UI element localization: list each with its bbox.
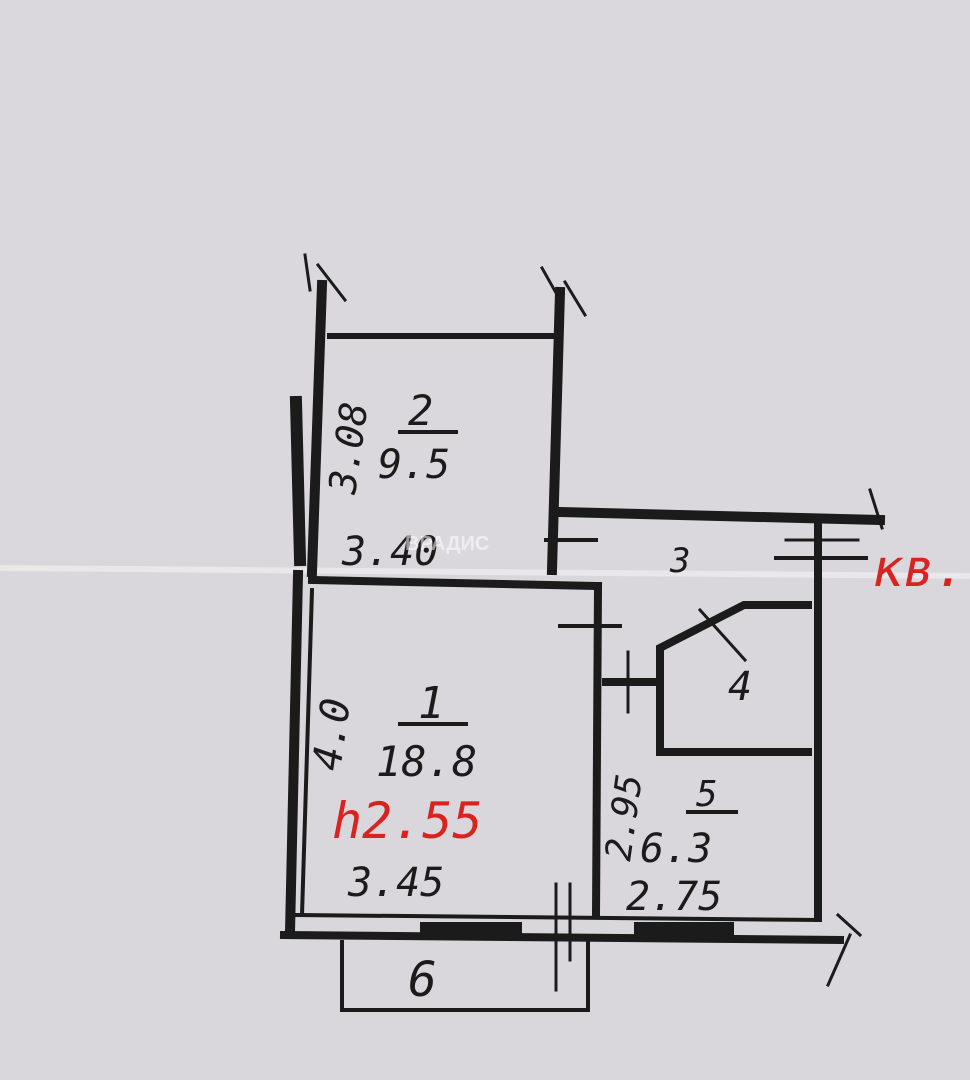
- paper-shade: [0, 0, 970, 560]
- window-room1: [420, 922, 522, 938]
- room-2-area: 9.5: [378, 442, 450, 488]
- room-1-number: 1: [418, 678, 445, 729]
- window-room5: [634, 922, 734, 938]
- walls: [279, 253, 886, 1012]
- room-2-number: 2: [408, 386, 433, 435]
- room-1-width-dimension: 3.45: [347, 860, 444, 906]
- room-5-number: 5: [696, 774, 718, 815]
- room-3-number: 3: [669, 541, 690, 581]
- room-1-area: 18.8: [376, 737, 477, 786]
- room-4-number: 4: [728, 664, 752, 710]
- room-1-height-dimension: 4.0: [304, 695, 360, 773]
- room-5-width-dimension: 2.75: [626, 874, 722, 920]
- room-2-width-dimension: 3.40: [341, 529, 438, 575]
- room-6-number: 6: [408, 952, 437, 1008]
- room-5-area: 6.3: [640, 826, 712, 872]
- paper-fold-line: [0, 565, 970, 579]
- watermark: ВРАДИС: [405, 533, 489, 555]
- ceiling-height-note: h2.55: [332, 792, 483, 850]
- apartment-note: кв.: [872, 539, 966, 599]
